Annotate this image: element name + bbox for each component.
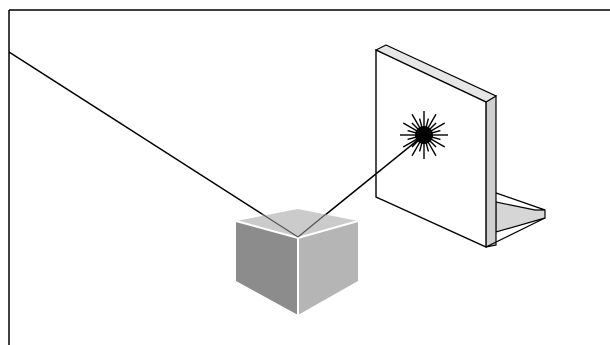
laser-spot-ray [411,141,421,157]
laser-spot-ray [430,122,446,132]
diagram-frame [8,9,610,345]
laser-spot-ray [411,140,419,148]
incident-beam-on-prism [261,213,299,238]
reflected-beam-on-prism [297,213,327,238]
laser-spot-ray [427,141,437,157]
laser-spot-ray [402,122,418,132]
laser-spot-ray [430,138,446,148]
laser-spot-ray [407,136,417,141]
target-foot-front [485,217,546,248]
laser-spot-ray [407,129,417,134]
laser-spot-ray [425,118,430,128]
laser-spot-ray [429,140,437,148]
laser-spot-ray [418,142,423,152]
target-screen [374,44,546,249]
laser-spot-ray [411,113,421,129]
laser-spot-burst [400,111,448,159]
laser-spot-ray [402,138,418,148]
laser-spot-ray [411,122,419,130]
laser-spot-core [415,126,433,144]
laser-spot-ray [425,142,430,152]
corner-prism [235,209,359,315]
laser-spot-ray [418,118,423,128]
laser-spot-ray [429,122,437,130]
target-panel-side [485,94,497,248]
laser-spot-ray [431,136,441,141]
prism-left-face [236,221,298,315]
laser-spot-ray [427,113,437,129]
incident-beam [8,51,299,238]
laser-spot-ray [431,129,441,134]
prism-right-face [298,221,358,315]
